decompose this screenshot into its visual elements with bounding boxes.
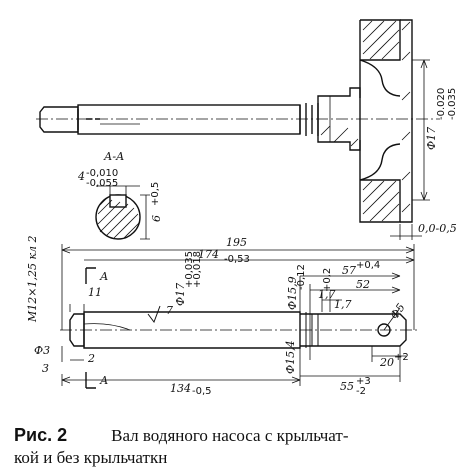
length-174-tol: -0,53 bbox=[224, 254, 250, 265]
length-1-7-label: 1,7 bbox=[318, 288, 336, 301]
length-134-tol: -0,5 bbox=[192, 386, 212, 397]
diameter-17b-tol-upper: +0,035 bbox=[184, 251, 195, 288]
depth-tol: +0,5 bbox=[150, 182, 161, 206]
diameter-15-4-label: Ф15,4 bbox=[284, 340, 297, 374]
caption-line-1: Рис. 2 Вал водяного насоса с крыльчат- bbox=[14, 424, 464, 447]
key-tol-lower: -0,055 bbox=[86, 178, 118, 189]
diameter-17b-label: Ф17 bbox=[174, 283, 187, 306]
section-title: А-А bbox=[103, 150, 124, 163]
length-57-label: 57 bbox=[342, 264, 356, 277]
key-width-label: 4 bbox=[77, 170, 85, 183]
section-mark-top: А bbox=[99, 270, 108, 283]
dim-20-tol: +2 bbox=[394, 352, 409, 363]
length-1-7-tol: +0,2 bbox=[322, 268, 333, 292]
diameter-17-label: Ф17 bbox=[425, 127, 438, 150]
length-55-tol-upper: +3 bbox=[356, 376, 371, 387]
top-shaft-with-impeller bbox=[36, 19, 440, 240]
caption-line-2: кой и без крыльчаткн bbox=[14, 448, 168, 467]
figure-number: Рис. 2 bbox=[14, 425, 68, 445]
length-55-label: 55 bbox=[340, 380, 354, 393]
dim-20-label: 20 bbox=[379, 356, 394, 369]
diameter-17b-tol-lower: +0,018 bbox=[192, 251, 203, 288]
section-mark-bottom: А bbox=[99, 374, 108, 387]
dim-3-label: 3 bbox=[42, 362, 49, 375]
length-1-7b-label: 1,7 bbox=[334, 298, 352, 311]
dim-11-label: 11 bbox=[88, 286, 102, 299]
dim-2-label: 2 bbox=[87, 352, 95, 365]
length-55-tol-lower: -2 bbox=[356, 386, 366, 397]
caption-text-1: Вал водяного насоса с крыльчат- bbox=[111, 426, 349, 445]
phi-3-label: Ф3 bbox=[34, 344, 50, 357]
roughness-label: 7 bbox=[166, 304, 173, 317]
length-174-label: 174 bbox=[198, 248, 219, 261]
edge-tolerance-label: 0,0-0,5 bbox=[418, 222, 457, 235]
thread-label: M12×1,25 кл 2 bbox=[26, 235, 39, 323]
technical-drawing: Ф17 -0.020 -0.035 0,0-0,5 А-А 4 -0,010 -… bbox=[26, 19, 458, 397]
bottom-shaft bbox=[60, 244, 420, 389]
diameter-15-9-label: Ф15,9 bbox=[286, 276, 299, 310]
section-a-a bbox=[95, 185, 150, 240]
length-52-label: 52 bbox=[356, 278, 370, 291]
diameter-17-tol-upper: -0.020 bbox=[436, 88, 447, 120]
overall-length-label: 195 bbox=[226, 236, 247, 249]
key-tol-upper: -0,010 bbox=[86, 168, 118, 179]
figure-caption: Рис. 2 Вал водяного насоса с крыльчат- ко… bbox=[14, 424, 464, 469]
diameter-15-9-tol: -0,12 bbox=[296, 264, 307, 290]
length-134-label: 134 bbox=[170, 382, 191, 395]
length-57-tol: +0,4 bbox=[356, 260, 380, 271]
depth-label: 6 bbox=[150, 215, 163, 222]
diameter-17-tol-lower: -0.035 bbox=[447, 88, 458, 120]
